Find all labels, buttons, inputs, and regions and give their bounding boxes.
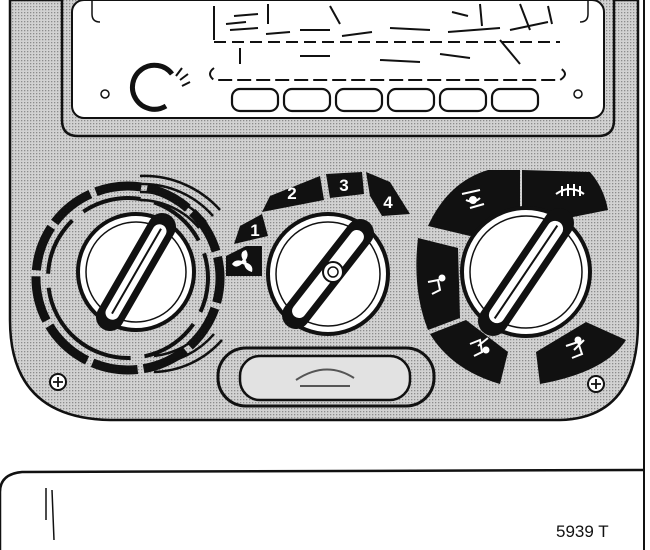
figure-reference-code: 5939 T [556,522,609,541]
left-screw-icon [49,373,67,391]
temperature-knob [76,212,196,332]
air-distribution-control [416,170,626,384]
fan-speed-label-3: 3 [339,176,348,195]
recirculation-icon [295,368,355,387]
windscreen-face-icon [461,189,485,209]
temperature-control [31,174,225,375]
fan-speed-label-1: 1 [250,221,259,240]
fan-speed-scale [226,172,410,276]
face-foot-vent-icon [565,336,585,359]
fan-speed-knob [266,212,390,336]
temperature-scale-icon [31,174,225,375]
lower-trim [0,468,645,550]
air-distribution-knob [460,206,592,338]
radio-preset-buttons [230,87,540,113]
fan-speed-control: 1 2 3 4 [226,172,410,336]
radio-knob [129,62,191,112]
recirculation-button [216,346,436,408]
radio-display [209,3,566,81]
radio-unit [60,0,616,138]
foot-vent-icon [469,337,490,357]
fan-icon [232,250,253,272]
windscreen-defrost-icon [555,184,585,196]
fan-speed-label-2: 2 [287,184,296,203]
face-vent-icon [427,274,446,295]
right-screw-icon [587,375,605,393]
fan-speed-label-4: 4 [383,193,393,212]
